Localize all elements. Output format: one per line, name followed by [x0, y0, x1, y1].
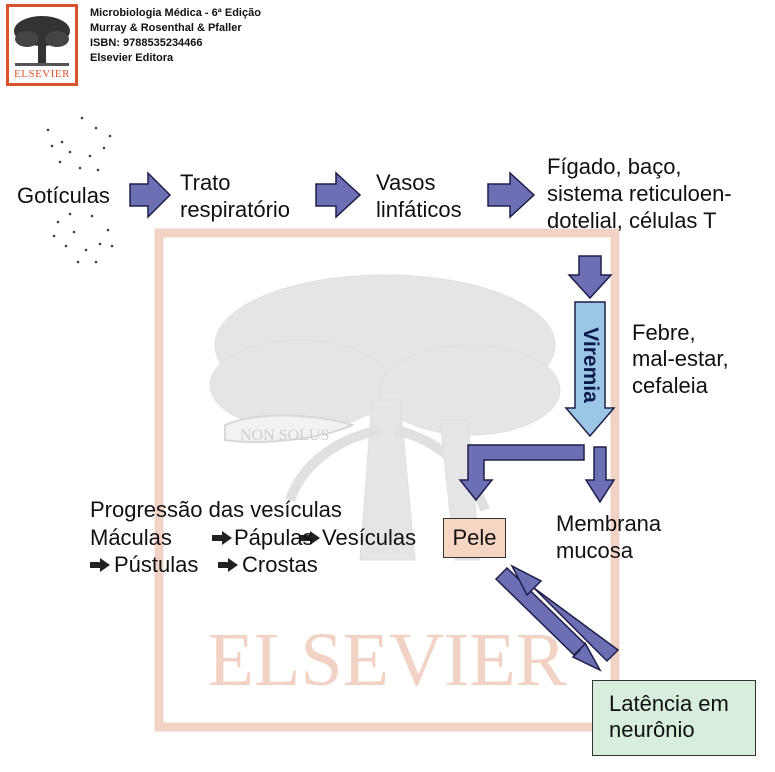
arrow-right-1	[129, 171, 172, 219]
small-arrow-3	[90, 558, 110, 572]
isbn: ISBN: 9788535234466	[90, 37, 203, 49]
watermark-frame	[154, 228, 620, 732]
droplet-dot	[68, 150, 72, 154]
label-membrana: Membrana	[556, 511, 662, 536]
arrow-down-liver	[567, 255, 613, 300]
label-papulas: Pápulas	[234, 525, 314, 550]
droplet-dot	[56, 220, 60, 224]
elsevier-tree-icon	[14, 16, 70, 66]
reference-text: Microbiologia Médica - 6ª Edição Murray …	[90, 6, 261, 66]
droplet-dot	[52, 234, 56, 238]
small-arrow-1	[212, 531, 232, 545]
arrow-right-2	[315, 171, 362, 219]
latencia-box: Latência em neurônio	[592, 680, 756, 756]
droplet-dot	[50, 144, 54, 148]
publisher: Elsevier Editora	[90, 52, 174, 64]
droplet-dot	[84, 248, 88, 252]
label-cefaleia: cefaleia	[632, 373, 708, 398]
droplet-dot	[102, 146, 106, 150]
label-vasos-2: linfáticos	[376, 197, 462, 222]
droplet-dot	[64, 244, 68, 248]
droplet-dot	[68, 212, 72, 216]
label-viremia: Viremia	[579, 327, 602, 403]
droplet-dot	[72, 230, 76, 234]
watermark-tree-icon	[209, 274, 561, 561]
label-pustulas: Pústulas	[114, 552, 199, 577]
droplet-dot	[90, 214, 94, 218]
droplet-dot	[110, 244, 114, 248]
droplet-dot	[80, 116, 84, 120]
label-latencia-2: neurônio	[609, 717, 695, 742]
droplet-dot	[94, 126, 98, 130]
book-reference: ELSEVIER Microbiologia Médica - 6ª Ediçã…	[6, 4, 286, 94]
arrow-pele-to-latencia-shaft	[494, 566, 587, 657]
droplet-dot	[108, 134, 112, 138]
droplet-dot	[106, 228, 110, 232]
elsevier-logo: ELSEVIER	[6, 4, 78, 86]
droplets-icon	[46, 116, 114, 264]
droplet-dot	[94, 260, 98, 264]
droplet-dot	[76, 260, 80, 264]
authors: Murray & Rosenthal & Pfaller	[90, 22, 242, 34]
viremia-arrow	[564, 301, 616, 438]
label-vesiculas: Vesículas	[322, 525, 417, 550]
label-mal-estar: mal-estar,	[632, 346, 729, 371]
watermark-banner: NON SOLUS	[224, 414, 355, 444]
label-maculas: Máculas	[90, 525, 172, 550]
label-goticulas: Gotículas	[17, 183, 110, 208]
label-latencia-1: Latência em	[609, 691, 729, 716]
label-trato-2: respiratório	[180, 197, 291, 222]
arrow-latencia-to-pele	[510, 564, 620, 663]
label-vasos-1: Vasos	[376, 170, 436, 195]
label-mucosa: mucosa	[556, 538, 634, 563]
pele-box: Pele	[443, 518, 506, 558]
label-febre: Febre,	[632, 320, 696, 345]
small-arrow-4	[218, 558, 238, 572]
arrow-right-3	[487, 171, 536, 219]
droplet-dot	[46, 128, 50, 132]
small-arrow-2	[300, 531, 320, 545]
book-title: Microbiologia Médica - 6ª Edição	[90, 7, 261, 19]
droplet-dot	[96, 168, 100, 172]
label-progressao: Progressão das vesículas	[90, 497, 342, 522]
droplet-dot	[58, 160, 62, 164]
label-figado-1: Fígado, baço,	[547, 154, 682, 179]
label-figado-2: sistema reticuloen-	[547, 181, 732, 206]
droplet-dot	[60, 140, 64, 144]
elsevier-watermark: NON SOLUS ELSEVIER	[154, 228, 620, 732]
droplet-dot	[88, 154, 92, 158]
label-trato-1: Trato	[180, 170, 231, 195]
label-figado-3: dotelial, células T	[547, 208, 717, 233]
droplet-dot	[98, 242, 102, 246]
droplet-dot	[78, 166, 82, 170]
logo-text: ELSEVIER	[14, 68, 70, 80]
watermark-logo-text: ELSEVIER	[208, 618, 567, 702]
label-crostas: Crostas	[242, 552, 318, 577]
arrow-to-membrana	[584, 446, 616, 504]
arrow-to-pele	[458, 444, 585, 502]
watermark-motto: NON SOLUS	[240, 427, 329, 444]
